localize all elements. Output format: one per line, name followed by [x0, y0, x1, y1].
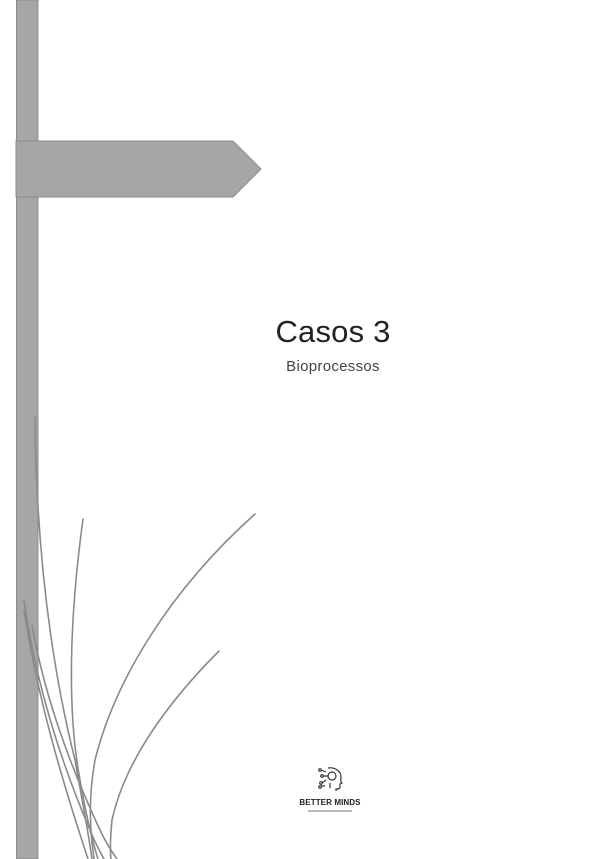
better-minds-logo: BETTER MINDS [290, 766, 370, 812]
title-block: Casos 3 Bioprocessos [233, 312, 433, 377]
arrow-banner-decoration [15, 140, 262, 198]
logo-tagline [308, 810, 352, 812]
vertical-bar-decoration [16, 0, 39, 859]
document-title: Casos 3 [275, 314, 391, 349]
logo-wordmark: BETTER MINDS [299, 798, 361, 807]
head-circuit-icon [318, 767, 344, 791]
grass-curves-decoration [23, 416, 256, 859]
document-subtitle: Bioprocessos [286, 358, 380, 375]
